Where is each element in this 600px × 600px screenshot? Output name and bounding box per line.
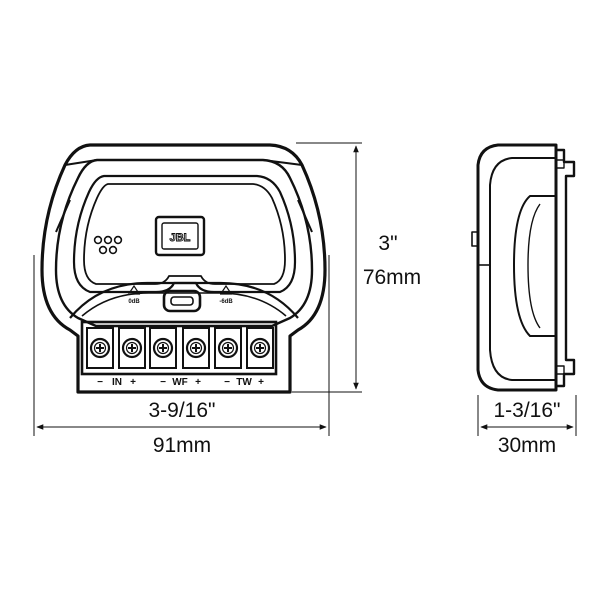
indicator-dots	[93, 235, 123, 255]
side-recess	[513, 195, 556, 337]
dimension-lines	[33, 142, 577, 436]
wf-minus: −	[160, 377, 166, 388]
in-label: IN	[112, 377, 122, 388]
level-marking-left: 0dB	[128, 284, 140, 305]
wf-label: WF	[172, 377, 188, 388]
terminal-screw-2	[118, 327, 146, 369]
front-lower-band	[69, 281, 299, 319]
tw-minus: −	[224, 377, 230, 388]
depth-inches: 1-3/16"	[494, 399, 561, 422]
wf-plus: +	[195, 377, 201, 388]
terminal-block	[80, 320, 278, 376]
front-view	[40, 143, 327, 394]
tw-label: TW	[236, 377, 252, 388]
level-switch	[162, 289, 202, 313]
height-mm: 76mm	[363, 266, 421, 289]
side-flange	[556, 148, 576, 388]
side-view	[471, 143, 576, 392]
clip-top	[555, 159, 565, 169]
level-marking-right: -6dB	[219, 284, 233, 305]
level-label-left: 0dB	[128, 299, 140, 305]
side-inner-curve	[489, 157, 556, 381]
front-inner-shell	[54, 158, 314, 328]
side-recess-inner	[527, 203, 541, 329]
width-mm: 91mm	[153, 434, 211, 457]
tw-plus: +	[258, 377, 264, 388]
terminal-screw-3	[149, 327, 177, 369]
depth-mm: 30mm	[498, 434, 556, 457]
side-body	[476, 143, 558, 392]
terminal-labels: − IN + − WF + − TW +	[97, 377, 264, 388]
side-port	[471, 231, 479, 247]
terminal-screw-4	[182, 327, 210, 369]
in-plus: +	[130, 377, 136, 388]
logo-badge	[154, 215, 206, 257]
terminal-screw-1	[86, 327, 114, 369]
front-outer-shell	[40, 143, 327, 394]
logo-text: JBL	[170, 232, 191, 244]
width-inches: 3-9/16"	[149, 399, 216, 422]
terminal-screw-6	[246, 327, 274, 369]
bezel-left	[55, 159, 98, 233]
in-minus: −	[97, 377, 103, 388]
clip-bottom	[555, 365, 565, 375]
bezel-right	[262, 159, 313, 233]
height-inches: 3"	[378, 232, 397, 255]
front-panel-inner	[83, 183, 286, 285]
level-label-right: -6dB	[219, 299, 233, 305]
front-lower-band-2	[81, 292, 287, 317]
terminal-screw-5	[214, 327, 242, 369]
